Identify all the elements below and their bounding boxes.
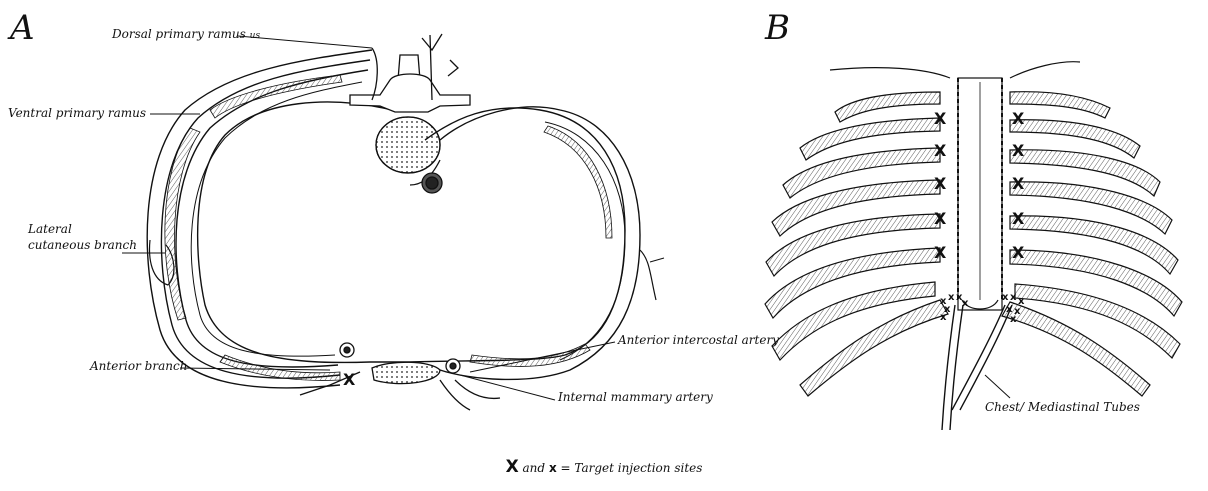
legend: X and x = Target injection sites (0, 457, 1208, 477)
legend-equals: = (561, 461, 571, 475)
injection-site-marker: X (934, 243, 947, 262)
rib-cage (765, 62, 1182, 430)
injection-site-marker: X (343, 370, 356, 389)
injection-site-marker: X (934, 174, 947, 193)
injection-site-marker: X (934, 209, 947, 228)
label-chest-mediastinal-tubes: Chest/ Mediastinal Tubes (985, 400, 1140, 414)
injection-site-marker: X (1012, 174, 1025, 193)
injection-site-marker: X (1012, 243, 1025, 262)
label-ventral-primary-ramus: Ventral primary ramus (8, 106, 146, 120)
svg-text:x: x (940, 312, 947, 323)
legend-small-marker: x (549, 461, 557, 475)
legend-big-marker: X (506, 457, 519, 477)
injection-site-marker: X (1012, 109, 1025, 128)
label-anterior-branch: Anterior branch (90, 359, 187, 373)
injection-site-marker: X (934, 141, 947, 160)
injection-site-marker: X (1012, 141, 1025, 160)
svg-text:x: x (1002, 292, 1009, 303)
label-lateral-cutaneous-branch: cutaneous branch (28, 238, 137, 252)
label-dorsal-primary-ramus: Dorsal primary ramus us (112, 27, 260, 41)
leader-lines-a (122, 36, 615, 400)
vertebra (350, 34, 470, 193)
leader-line-tubes (985, 375, 1010, 398)
svg-text:x: x (948, 292, 955, 303)
label-internal-mammary-artery: Internal mammary artery (558, 390, 713, 404)
injection-site-marker: X (1012, 209, 1025, 228)
legend-text: Target injection sites (574, 461, 702, 475)
svg-text:x: x (1010, 292, 1017, 303)
svg-text:x: x (1010, 314, 1017, 325)
injection-site-marker: X (934, 109, 947, 128)
label-anterior-intercostal-artery: Anterior intercostal artery (618, 333, 779, 347)
label-dorsal-suffix: us (250, 31, 260, 41)
legend-and: and (523, 461, 546, 475)
label-lateral: Lateral (28, 222, 72, 236)
svg-text:x: x (962, 298, 969, 309)
